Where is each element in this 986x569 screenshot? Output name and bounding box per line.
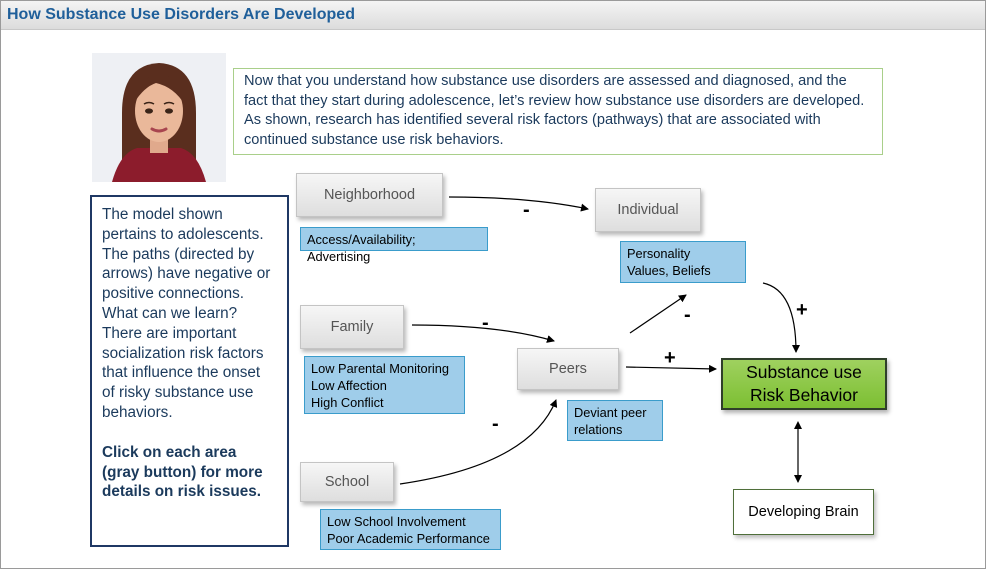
family-button[interactable]: Family <box>300 305 404 349</box>
info-line: Poor Academic Performance <box>327 531 490 546</box>
outcome-line: Substance use <box>746 362 862 382</box>
neighborhood-risk-factors: Access/Availability; Advertising <box>300 227 488 264</box>
sign-peers-individual: - <box>684 304 691 326</box>
sign-school-peers: - <box>492 413 499 435</box>
sign-individual-outcome: + <box>796 299 808 321</box>
title-bar: How Substance Use Disorders Are Develope… <box>1 1 985 30</box>
info-line: Low Parental Monitoring <box>311 361 449 376</box>
peers-button[interactable]: Peers <box>517 348 619 390</box>
info-line: Low School Involvement <box>327 514 466 529</box>
narrator-avatar <box>92 53 226 182</box>
info-line: Access/Availability; Advertising <box>307 232 416 264</box>
sign-family-peers: - <box>482 312 489 334</box>
individual-button[interactable]: Individual <box>595 188 701 232</box>
info-line: relations <box>574 422 623 437</box>
arrow-neighborhood-individual <box>448 196 589 212</box>
school-risk-factors: Low School Involvement Poor Academic Per… <box>320 509 501 550</box>
arrow-peers-outcome <box>625 364 717 373</box>
info-line: Deviant peer <box>574 405 647 420</box>
model-description: The model shown pertains to adolescents.… <box>102 206 271 421</box>
family-risk-factors: Low Parental Monitoring Low Affection Hi… <box>304 356 465 414</box>
info-line: Low Affection <box>311 378 387 393</box>
developing-brain-box: Developing Brain <box>733 489 874 535</box>
individual-risk-factors: Personality Values, Beliefs <box>620 241 746 283</box>
neighborhood-button[interactable]: Neighborhood <box>296 173 443 217</box>
instruction-text: Click on each area (gray button) for mor… <box>102 443 263 501</box>
intro-textbox: Now that you understand how substance us… <box>233 68 883 155</box>
outcome-line: Risk Behavior <box>750 385 858 405</box>
info-line: High Conflict <box>311 395 384 410</box>
arrow-peers-individual <box>629 294 687 334</box>
arrow-family-peers <box>411 324 555 343</box>
peers-risk-factors: Deviant peer relations <box>567 400 663 441</box>
sign-peers-outcome: + <box>664 347 676 369</box>
info-line: Personality <box>627 246 691 261</box>
sign-neighborhood-individual: - <box>523 199 530 221</box>
arrow-school-peers <box>399 399 558 485</box>
model-description-box: The model shown pertains to adolescents.… <box>90 195 289 547</box>
substance-use-risk-behavior-box: Substance use Risk Behavior <box>721 358 887 410</box>
arrow-individual-outcome <box>762 282 800 353</box>
page-title: How Substance Use Disorders Are Develope… <box>7 6 355 23</box>
school-button[interactable]: School <box>300 462 394 502</box>
avatar-illustration <box>92 53 226 182</box>
info-line: Values, Beliefs <box>627 263 711 278</box>
